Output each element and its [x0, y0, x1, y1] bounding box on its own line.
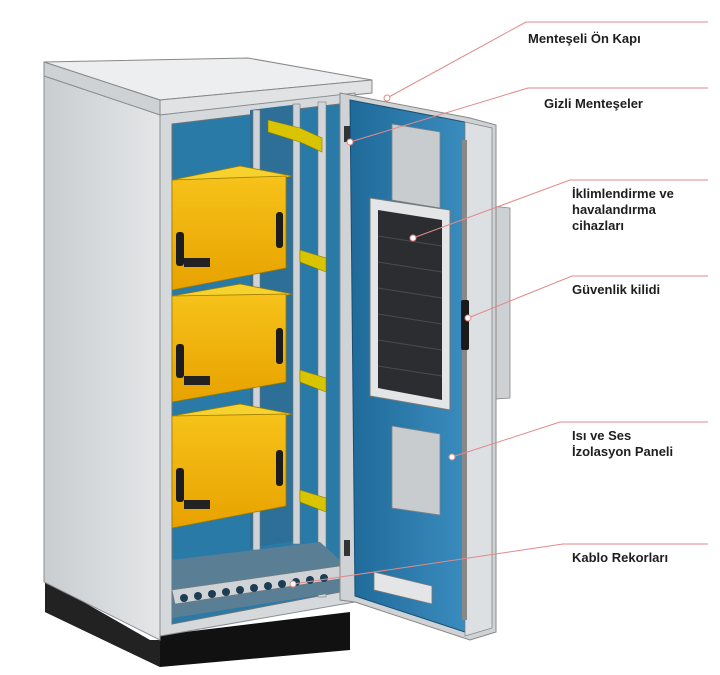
label-insulation: Isı ve Ses İzolasyon Paneli [572, 428, 674, 459]
leader-line-ventilation [412, 179, 708, 239]
label-ventilation: İklimlendirme ve havalandırma cihazları [572, 186, 674, 233]
cabinet-roof [43, 57, 373, 116]
leader-line-lock [467, 275, 708, 319]
callout-dot-ventilation [409, 234, 417, 242]
callout-dot-lock [464, 314, 472, 322]
leader-line-hinges [349, 87, 708, 143]
cabinet-side-wall [43, 75, 161, 641]
cabinet-base [45, 580, 350, 667]
rail-brackets [267, 119, 327, 513]
label-cable-glands: Kablo Rekorları [572, 550, 669, 565]
cable-gland-plate [171, 542, 346, 618]
equipment-module-1 [171, 165, 293, 291]
leader-line-insulation [451, 421, 708, 458]
label-hinges: Gizli Menteşeler [544, 96, 643, 111]
label-front-door: Menteşeli Ön Kapı [528, 31, 641, 46]
callout-dot-insulation [448, 453, 456, 461]
callout-dot-cable-glands [289, 580, 297, 588]
equipment-module-2 [171, 283, 293, 403]
leader-line-cable-glands [292, 543, 708, 585]
label-lock: Güvenlik kilidi [572, 282, 661, 297]
open-front-door [339, 92, 497, 641]
callout-dot-front-door [383, 94, 391, 102]
equipment-module-3 [171, 403, 293, 529]
callout-dot-hinges [346, 138, 354, 146]
leader-line-front-door [386, 21, 708, 99]
